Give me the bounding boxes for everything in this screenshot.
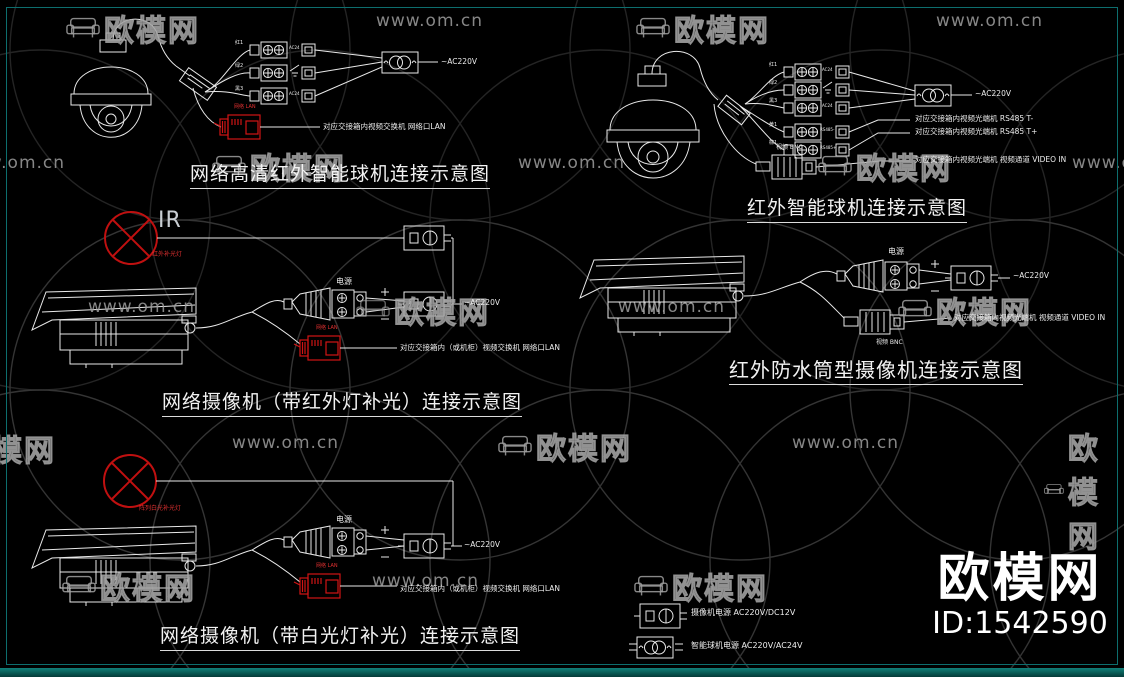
cables-e (195, 537, 301, 583)
ac220v-label: ~AC220V (1013, 271, 1049, 280)
diagram-c-title: 网络摄像机（带红外灯补光）连接示意图 (162, 391, 523, 417)
dc-adapter-lamp-c (397, 225, 452, 251)
lan-connector-e (293, 573, 341, 599)
power-wires-c (365, 288, 462, 320)
wire-label: 绿2 (769, 80, 778, 86)
cables-d (743, 270, 845, 319)
power-label: 电源 (336, 277, 352, 286)
bnc-connector-b (755, 154, 817, 180)
dome-camera-b (606, 51, 719, 179)
wire-label: 红1 (235, 40, 244, 46)
terminal-label: AC24 (822, 67, 833, 72)
wire-label: 棕1 (769, 140, 778, 146)
bnc-leader-d (903, 317, 951, 323)
wire-label: 黑3 (235, 86, 244, 92)
wire-label: 黑3 (769, 98, 778, 104)
diagram-d-title: 红外防水筒型摄像机连接示意图 (729, 359, 1023, 385)
video-in-note: 对应交接箱内视频光端机 视频通道 VIDEO IN (915, 155, 1067, 164)
lan-label: 网络 LAN (316, 325, 338, 331)
bnc-connector-d (843, 309, 905, 335)
diagram-a-title: 网络高清红外智能球机连接示意图 (190, 163, 491, 189)
legend-ac-transformer (636, 636, 674, 659)
power-plug-c (283, 287, 367, 321)
ac220v-label: ~AC220V (975, 89, 1011, 98)
power-lines-a (314, 49, 438, 97)
bnc-label: 视频 BNC (876, 339, 903, 346)
diagram-e-title: 网络摄像机（带白光灯补光）连接示意图 (160, 625, 521, 651)
terminal-label: AC24 (289, 91, 300, 96)
power-wires-e (365, 526, 462, 558)
lan-label: 网络 LAN (234, 104, 256, 110)
terminal-label: RS485- (820, 127, 835, 132)
ac-transformer-b (914, 84, 952, 107)
power-plug-d (836, 259, 920, 293)
wire-label: 黄1 (769, 122, 778, 128)
lamp-circuit-c (157, 237, 454, 304)
cable-tag-b (717, 94, 751, 126)
legend-item-label: 摄像机电源 AC220V/DC12V (691, 608, 796, 617)
dc-adapter-e (397, 533, 452, 559)
power-label: 电源 (888, 247, 904, 256)
ac220v-label: ~AC220V (441, 57, 477, 66)
legend-dc-adapter-symbol (633, 603, 688, 629)
dc-adapter-c (397, 291, 452, 317)
dome-camera-a (70, 18, 177, 138)
ac220v-label: ~AC220V (464, 540, 500, 549)
ir-lamp-label: 红外补光灯 (152, 251, 183, 258)
rs485-plus-note: 对应交接箱内视频光端机 RS485 T+ (915, 127, 1038, 136)
ac220v-label: ~AC220V (464, 298, 500, 307)
rs485-minus-note: 对应交接箱内视频光端机 RS485 T- (915, 114, 1034, 123)
ir-lamp-symbol-c (104, 211, 158, 265)
dc-adapter-d (944, 265, 999, 291)
wire-label: 红1 (769, 62, 778, 68)
bnc-label: 视频 BNC (776, 144, 803, 151)
terminal-label: RS485+ (820, 145, 837, 150)
lan-connector-c (293, 335, 341, 361)
power-lines-b (848, 71, 972, 151)
power-wires-d (918, 260, 1010, 292)
lan-note: 对应交接箱内（或机柜）视频交换机 网络口LAN (400, 584, 560, 593)
legend-item-label: 智能球机电源 AC220V/AC24V (691, 641, 803, 650)
white-lamp-label: 阵列白光补光灯 (139, 505, 182, 512)
lan-label: 网络 LAN (316, 563, 338, 569)
terminal-block-a (249, 41, 316, 105)
wire-label: 绿2 (235, 63, 244, 69)
lan-note: 对应交接箱内视频交换机 网络口LAN (323, 122, 446, 131)
legend-ac-transformer-symbol (629, 643, 683, 651)
wires-b (713, 71, 785, 165)
lan-note: 对应交接箱内（或机柜）视频交换机 网络口LAN (400, 343, 560, 352)
terminal-label: AC24 (822, 103, 833, 108)
power-plug-e (283, 525, 367, 559)
white-lamp-symbol-e (103, 454, 157, 508)
diagram-b-title: 红外智能球机连接示意图 (747, 197, 968, 223)
power-label: 电源 (336, 515, 352, 524)
video-in-note: 对应交接箱内视频光端机 视频通道 VIDEO IN (954, 313, 1106, 322)
lamp-circuit-e (156, 480, 454, 546)
ir-label: IR (158, 208, 182, 233)
terminal-label: AC24 (289, 45, 300, 50)
cables-c (195, 299, 301, 345)
bottom-teal-bar (0, 668, 1124, 677)
bullet-camera-d (579, 255, 745, 337)
bullet-camera-e (31, 525, 197, 607)
